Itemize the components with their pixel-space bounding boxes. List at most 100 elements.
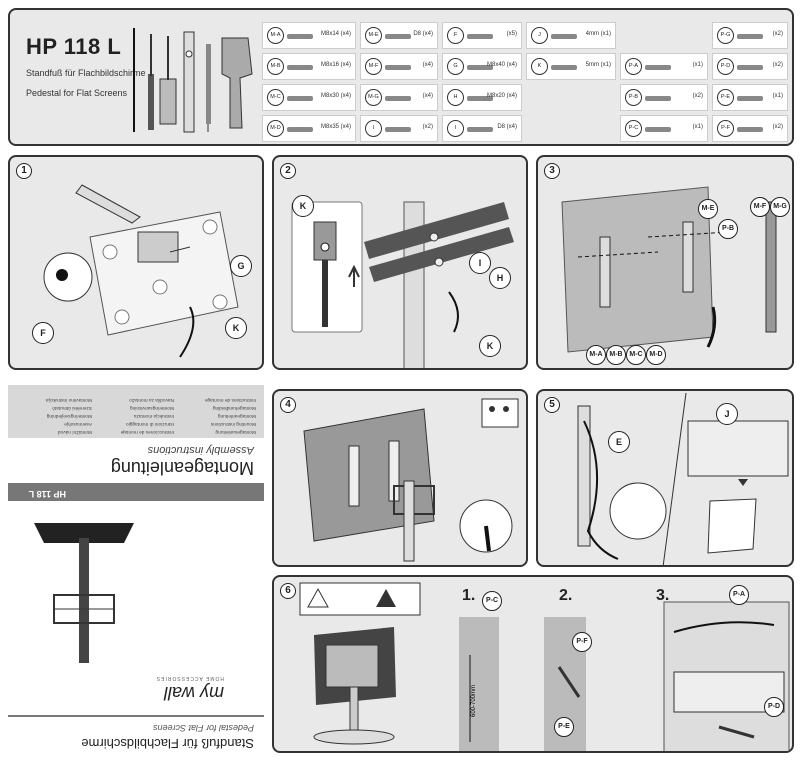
step-3-panel: 3 M-E P-B M-F M-G M-A M-B M-C M-D <box>536 155 794 370</box>
part-code: P-E <box>717 89 734 106</box>
part-code: M-C <box>267 89 284 106</box>
part-code: M-E <box>365 27 382 44</box>
part-desc: (x1) <box>772 93 783 99</box>
step-2-panel: 2 K I H K <box>272 155 528 370</box>
subtitle-de: Standfuß für Flachbildschirme <box>26 68 146 78</box>
product-title: HP 118 L <box>26 34 122 59</box>
step-4-panel: 4 <box>272 389 528 567</box>
part-code: M-D <box>267 120 284 137</box>
callout-J: J <box>716 403 738 425</box>
part-desc: (x1) <box>692 62 703 68</box>
language-label: Instrukcja montażu <box>133 413 174 418</box>
part-desc: (x2) <box>772 124 783 130</box>
cover-foot-de: Standfuß für Flachbildschirme <box>81 736 254 751</box>
part-icon <box>551 34 577 39</box>
part-icon <box>645 127 671 132</box>
part-code: P-D <box>717 58 734 75</box>
part-desc: (x2) <box>772 62 783 68</box>
part-icon <box>645 96 671 101</box>
part-cell: J 4mm (x1) <box>526 22 616 49</box>
part-desc: D8 (x4) <box>497 124 517 130</box>
part-desc: (x4) <box>422 62 433 68</box>
step-4-illustration <box>303 398 519 562</box>
part-icon <box>645 65 671 70</box>
step-1-illustration <box>43 184 239 358</box>
part-cell: P-F(x2) <box>712 115 788 142</box>
brand-logo: my wall <box>163 683 224 703</box>
step-number: 1 <box>16 163 32 179</box>
step-6-illustration: 600-700mm <box>299 582 790 751</box>
substep-3: 3. <box>656 587 670 604</box>
part-code: M-B <box>267 58 284 75</box>
part-desc: (x2) <box>772 31 783 37</box>
step-number: 3 <box>544 163 560 179</box>
callout-K: K <box>479 335 501 357</box>
part-icon <box>385 96 411 101</box>
part-icon <box>385 34 411 39</box>
subtitle-en: Pedestal for Flat Screens <box>26 88 128 98</box>
step-1-panel: 1 G F K <box>8 155 264 370</box>
step-5-panel: 5 E J <box>536 389 794 567</box>
part-icon <box>287 96 313 101</box>
part-cell: M-G(x4) <box>360 84 438 111</box>
language-label: Montagehandleiding <box>212 405 256 410</box>
language-label: Montagesanleitung <box>215 429 256 434</box>
callout-M-G: M-G <box>770 197 790 217</box>
callout-P-E: P-E <box>554 717 574 737</box>
part-cell: P-A (x1) <box>620 53 708 80</box>
part-desc: M8x40 (x4) <box>486 62 517 68</box>
callout-P-D: P-D <box>764 697 784 717</box>
part-code: H <box>447 89 464 106</box>
cover-main-en: Assembly instructions <box>147 444 254 456</box>
part-desc: M8x14 (x4) <box>320 31 351 37</box>
callout-M-B: M-B <box>606 345 626 365</box>
part-cell: I(x2) <box>360 115 438 142</box>
language-label: Istruzioni di montaggio <box>126 421 174 426</box>
part-code: P-C <box>625 120 642 137</box>
part-cell: P-C(x1) <box>620 115 708 142</box>
part-desc: (x2) <box>692 93 703 99</box>
callout-P-B: P-B <box>718 219 738 239</box>
part-icon <box>737 96 763 101</box>
language-label: Montážní návod <box>57 429 92 434</box>
cover-model: HP 118 L <box>28 489 66 499</box>
part-cell: F(x5) <box>442 22 522 49</box>
substep-1: 1. <box>462 587 476 604</box>
cover-main-de: Montageanleitung <box>110 458 254 478</box>
part-code: J <box>531 27 548 44</box>
part-cell: G M8x40 (x4) <box>442 53 522 80</box>
part-cell: M-F (x4) <box>360 53 438 80</box>
callout-I: I <box>469 252 491 274</box>
step-3-illustration <box>561 186 777 353</box>
part-icon <box>467 65 493 70</box>
step-number: 2 <box>280 163 296 179</box>
part-cell: P-B(x2) <box>620 84 708 111</box>
callout-P-C: P-C <box>482 591 502 611</box>
callout-G: G <box>230 255 252 277</box>
substep-2: 2. <box>559 587 573 604</box>
part-icon <box>287 65 313 70</box>
part-desc: 4mm (x1) <box>585 31 611 37</box>
cover-page: Standfuß für Flachbildschirme Pedestal f… <box>8 385 264 753</box>
part-icon <box>737 34 763 39</box>
part-code: M-F <box>365 58 382 75</box>
step-number: 5 <box>544 397 560 413</box>
step-number: 4 <box>280 397 296 413</box>
callout-P-A: P-A <box>729 585 749 605</box>
part-desc: 5mm (x1) <box>585 62 611 68</box>
part-code: G <box>447 58 464 75</box>
language-label: Asennusohje <box>64 421 92 426</box>
language-label: Instructions de montage <box>204 397 256 402</box>
part-icon <box>385 65 411 70</box>
part-code: I <box>365 120 382 137</box>
dimension-label: 600-700mm <box>471 685 477 717</box>
part-cell: P-D (x2) <box>712 53 788 80</box>
part-code: P-A <box>625 58 642 75</box>
language-label: Monteringsvejledning <box>46 413 92 418</box>
